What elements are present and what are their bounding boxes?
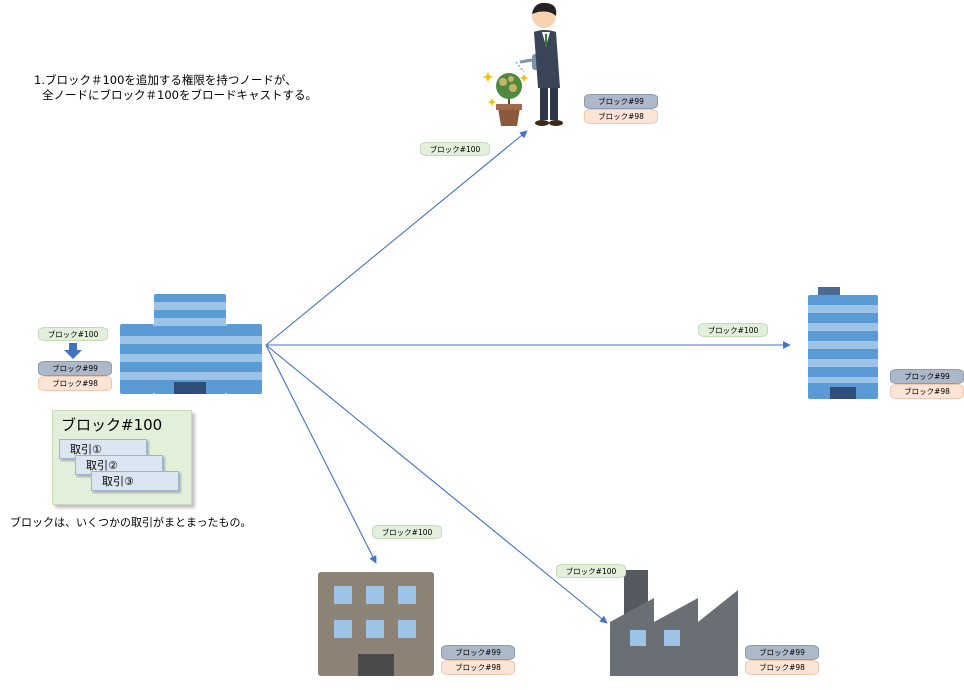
- block-detail-title: ブロック#100: [61, 416, 163, 434]
- chain-apartment: ブロック#99 ブロック#98: [441, 645, 515, 675]
- block-98: ブロック#98: [745, 660, 819, 675]
- caption-line-1: 1.ブロック＃100を追加する権限を持つノードが、: [34, 73, 297, 87]
- sender-building-icon: [120, 294, 262, 394]
- office-tower-icon: [808, 287, 878, 399]
- chain-factory: ブロック#99 ブロック#98: [745, 645, 819, 675]
- new-block-label-sender: ブロック#100: [38, 327, 108, 341]
- block-99: ブロック#99: [890, 369, 964, 384]
- transaction-1: 取引①: [59, 439, 147, 459]
- new-block-label-factory: ブロック#100: [556, 564, 626, 578]
- apartment-building-icon: [318, 572, 434, 676]
- chain-sender: ブロック#99 ブロック#98: [38, 361, 112, 391]
- transaction-3: 取引③: [91, 471, 179, 491]
- arrow-to-businessman: [265, 130, 528, 346]
- factory-icon: [610, 570, 738, 676]
- block-note: ブロックは、いくつかの取引がまとまったもの。: [10, 516, 252, 529]
- caption-line-2: 全ノードにブロック＃100をブロードキャストする。: [42, 88, 317, 102]
- block-99: ブロック#99: [38, 361, 112, 376]
- new-block-label-apartment: ブロック#100: [372, 525, 442, 539]
- down-arrow-icon: [64, 343, 82, 359]
- arrow-to-apartment: [265, 344, 377, 564]
- block-99: ブロック#99: [745, 645, 819, 660]
- block-99: ブロック#99: [584, 94, 658, 109]
- businessman-watering-money-tree-icon: [482, 2, 563, 126]
- block-98: ブロック#98: [890, 384, 964, 399]
- block-98: ブロック#98: [441, 660, 515, 675]
- chain-businessman: ブロック#99 ブロック#98: [584, 94, 658, 124]
- new-block-label-businessman: ブロック#100: [420, 142, 490, 156]
- new-block-label-office-tower: ブロック#100: [698, 323, 768, 337]
- chain-office-tower: ブロック#99 ブロック#98: [890, 369, 964, 399]
- block-98: ブロック#98: [38, 376, 112, 391]
- block-detail-panel: ブロック#100 取引① 取引② 取引③: [52, 410, 192, 505]
- block-98: ブロック#98: [584, 109, 658, 124]
- block-99: ブロック#99: [441, 645, 515, 660]
- step-caption: 1.ブロック＃100を追加する権限を持つノードが、 全ノードにブロック＃100を…: [34, 73, 317, 103]
- arrow-to-factory: [265, 344, 608, 624]
